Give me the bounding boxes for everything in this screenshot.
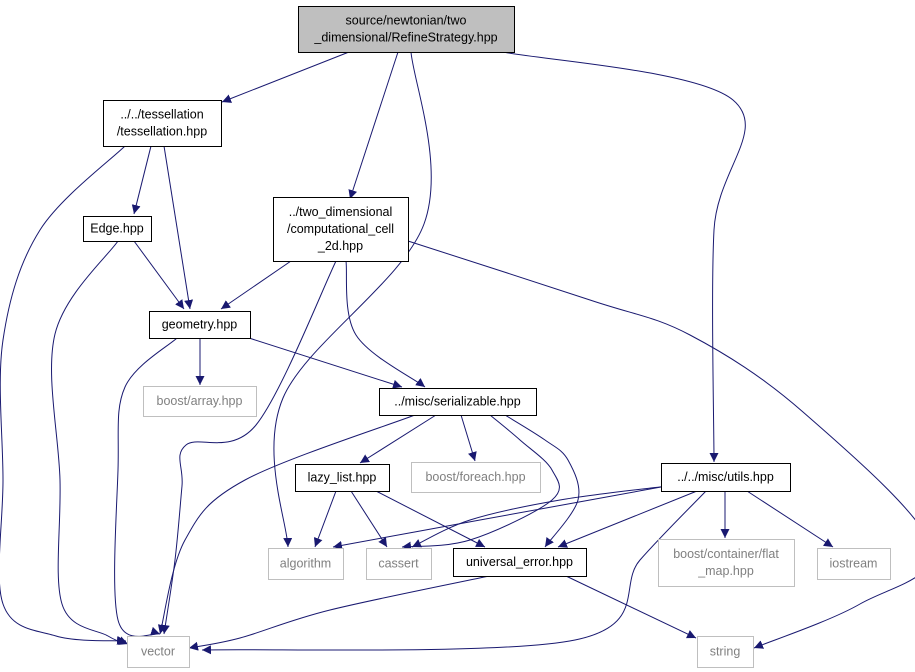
node-algorithm: algorithm xyxy=(268,548,344,580)
node-boost-array: boost/array.hpp xyxy=(143,386,257,417)
node-utils[interactable]: ../../misc/utils.hpp xyxy=(661,463,791,492)
edge-serializable-to-boost-foreach xyxy=(460,414,477,462)
edge-lazy-list-to-universal-error xyxy=(375,490,486,548)
node-label: ../../tessellation xyxy=(120,107,203,121)
node-label: _dimensional/RefineStrategy.hpp xyxy=(313,30,497,44)
node-label: cassert xyxy=(378,556,419,570)
node-label: ../misc/serializable.hpp xyxy=(394,394,520,408)
edge-tessellation-to-vector xyxy=(0,145,127,645)
node-box xyxy=(411,462,541,493)
node-box xyxy=(379,388,537,416)
node-box xyxy=(83,216,152,242)
node-label: _2d.hpp xyxy=(317,239,363,253)
node-label: geometry.hpp xyxy=(162,317,238,331)
edge-serializable-to-lazy-list xyxy=(359,414,437,464)
node-serializable[interactable]: ../misc/serializable.hpp xyxy=(379,388,537,416)
node-label: ../two_dimensional xyxy=(289,205,393,219)
node-box xyxy=(295,464,390,492)
node-label: lazy_list.hpp xyxy=(308,470,377,484)
edge-serializable-to-vector xyxy=(157,414,416,635)
node-label: Edge.hpp xyxy=(90,221,144,235)
edge-refine-to-tessellation xyxy=(221,51,350,103)
node-box xyxy=(817,548,891,580)
edge-comp-cell-to-geometry xyxy=(220,260,292,310)
edge-utils-to-cassert xyxy=(411,485,669,548)
edge-lazy-list-to-algorithm xyxy=(313,490,337,548)
node-label: boost/foreach.hpp xyxy=(425,470,525,484)
node-comp-cell[interactable]: ../two_dimensional/computational_cell _2d… xyxy=(273,197,409,262)
node-box xyxy=(366,548,432,580)
node-box xyxy=(298,6,515,53)
node-label: string xyxy=(710,644,741,658)
edge-geometry-to-serializable xyxy=(248,337,403,389)
node-lazy-list[interactable]: lazy_list.hpp xyxy=(295,464,390,492)
edge-universal-error-to-vector xyxy=(188,575,490,651)
nodes-layer: source/newtonian/two _dimensional/RefineS… xyxy=(83,6,891,668)
edge-refine-to-comp-cell xyxy=(348,51,399,200)
edge-tessellation-to-geometry xyxy=(163,145,194,310)
edge-utils-to-algorithm xyxy=(332,486,662,550)
edge-serializable-to-cassert xyxy=(401,414,560,551)
node-box xyxy=(127,636,190,668)
node-iostream: iostream xyxy=(817,548,891,580)
edge-utils-to-iostream xyxy=(746,490,834,548)
edge-comp-cell-to-string xyxy=(407,240,915,649)
node-label: algorithm xyxy=(280,556,331,570)
edge-refine-to-algorithm xyxy=(273,51,432,548)
node-box xyxy=(273,197,409,262)
edges-layer xyxy=(0,51,915,655)
node-label: iostream xyxy=(830,556,878,570)
node-flat-map: boost/container/flat _map.hpp xyxy=(658,539,795,587)
node-cassert: cassert xyxy=(366,548,432,580)
edge-universal-error-to-string xyxy=(565,575,697,639)
node-refine[interactable]: source/newtonian/two _dimensional/RefineS… xyxy=(298,6,515,53)
node-box xyxy=(143,386,257,417)
node-label: /computational_cell xyxy=(287,222,394,236)
edge-refine-to-utils xyxy=(502,51,746,463)
node-label: /tessellation.hpp xyxy=(117,124,207,138)
node-label: source/newtonian/two xyxy=(346,13,467,27)
node-boost-foreach: boost/foreach.hpp xyxy=(411,462,541,493)
node-box xyxy=(661,463,791,492)
node-label: vector xyxy=(141,644,175,658)
node-box xyxy=(149,311,251,339)
edge-tessellation-to-edge xyxy=(131,145,152,215)
node-vector: vector xyxy=(127,636,190,668)
edge-edge-to-geometry xyxy=(133,240,185,310)
edge-geometry-to-vector xyxy=(114,337,178,637)
node-box xyxy=(658,539,795,587)
node-label: universal_error.hpp xyxy=(466,555,573,569)
edge-edge-to-vector xyxy=(51,240,129,645)
node-label: boost/array.hpp xyxy=(157,394,243,408)
node-geometry[interactable]: geometry.hpp xyxy=(149,311,251,339)
edge-lazy-list-to-cassert xyxy=(350,490,388,548)
node-label: ../../misc/utils.hpp xyxy=(677,470,774,484)
node-tessellation[interactable]: ../../tessellation/tessellation.hpp xyxy=(103,100,222,147)
edge-utils-to-universal-error xyxy=(557,490,698,548)
node-edge[interactable]: Edge.hpp xyxy=(83,216,152,242)
edge-comp-cell-to-serializable xyxy=(345,260,426,388)
node-label: boost/container/flat xyxy=(673,547,779,561)
node-box xyxy=(268,548,344,580)
edge-comp-cell-to-vector xyxy=(160,260,337,635)
node-box xyxy=(697,636,754,668)
edge-utils-to-vector xyxy=(201,490,707,655)
node-universal-error[interactable]: universal_error.hpp xyxy=(453,548,587,577)
edge-serializable-to-universal-error xyxy=(504,414,580,548)
node-box xyxy=(103,100,222,147)
node-box xyxy=(453,548,587,577)
node-string: string xyxy=(697,636,754,668)
node-label: _map.hpp xyxy=(697,564,754,578)
